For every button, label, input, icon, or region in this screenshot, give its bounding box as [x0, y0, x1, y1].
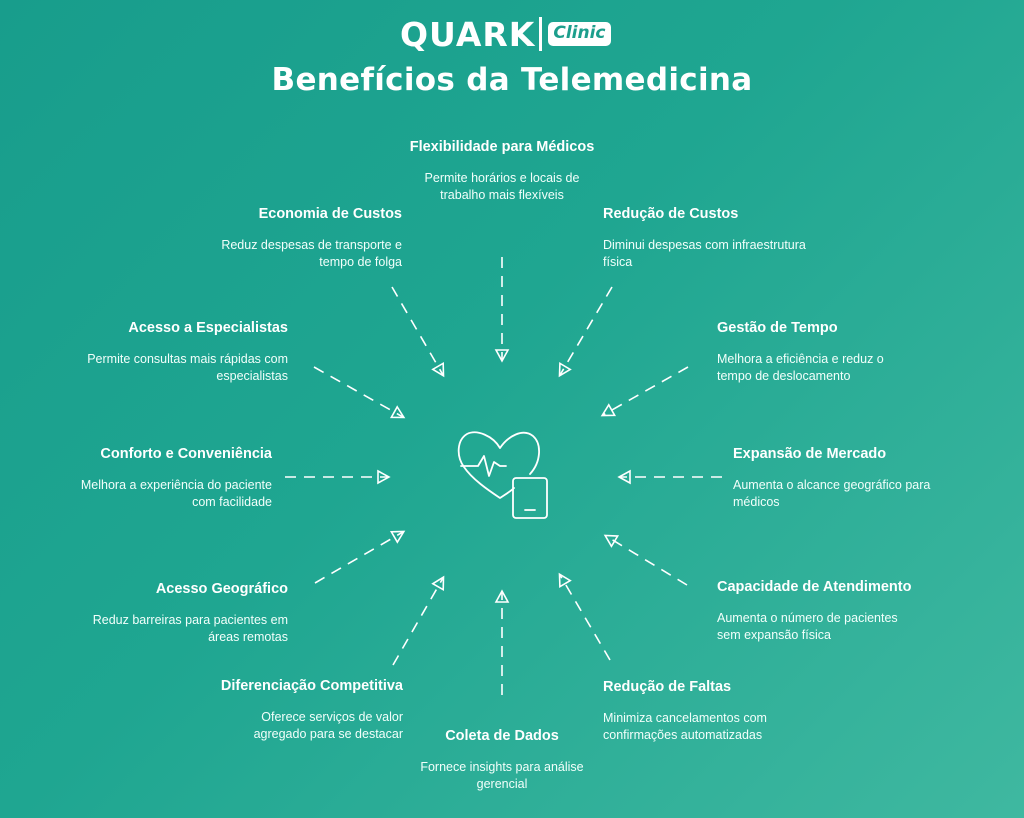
benefit-description: Permite consultas mais rápidas com espec…	[87, 352, 288, 383]
brand-name: QUARK	[400, 14, 536, 54]
arrow-diferenciacao	[392, 575, 445, 666]
brand-divider	[539, 17, 543, 51]
benefit-description: Reduz despesas de transporte e tempo de …	[221, 238, 402, 269]
brand-logo: QUARK Clinic	[400, 14, 624, 54]
benefit-title: Flexibilidade para Médicos	[409, 139, 595, 155]
benefit-economia-custos: Economia de Custos Reduz despesas de tra…	[192, 205, 402, 271]
arrow-faltas	[558, 572, 611, 661]
benefit-conforto-conveniencia: Conforto e Conveniência Melhora a experi…	[62, 445, 272, 511]
benefit-description: Diminui despesas com infraestrutura físi…	[603, 238, 806, 269]
brand-sub-badge: Clinic	[548, 22, 611, 46]
benefit-title: Expansão de Mercado	[733, 446, 887, 462]
benefit-description: Fornece insights para análise gerencial	[420, 760, 584, 791]
arrow-acesso-geografico	[314, 530, 406, 584]
benefit-capacidade-atendimento: Capacidade de Atendimento Aumenta o núme…	[717, 578, 917, 644]
benefit-flexibilidade: Flexibilidade para Médicos Permite horár…	[402, 138, 602, 204]
benefit-expansao-mercado: Expansão de Mercado Aumenta o alcance ge…	[733, 445, 933, 511]
heart-outline	[457, 431, 540, 499]
benefit-acesso-geografico: Acesso Geográfico Reduz barreiras para p…	[78, 580, 288, 646]
benefit-description: Reduz barreiras para pacientes em áreas …	[92, 613, 288, 644]
arrow-gestao-tempo	[600, 366, 689, 417]
benefit-acesso-especialistas: Acesso a Especialistas Permite consultas…	[78, 319, 288, 385]
heart-phone-icon	[457, 431, 548, 519]
arrow-reducao-custos	[558, 286, 613, 378]
benefit-description: Melhora a eficiência e reduz o tempo de …	[717, 352, 884, 383]
page-title: Benefícios da Telemedicina	[271, 62, 753, 98]
benefit-title: Gestão de Tempo	[717, 320, 838, 336]
benefit-description: Minimiza cancelamentos com confirmações …	[603, 711, 767, 742]
benefit-coleta-dados: Coleta de Dados Fornece insights para an…	[402, 727, 602, 793]
benefit-title: Redução de Custos	[603, 206, 739, 222]
benefit-reducao-custos: Redução de Custos Diminui despesas com i…	[603, 205, 813, 271]
arrow-economia	[391, 286, 445, 378]
benefit-description: Permite horários e locais de trabalho ma…	[424, 171, 580, 202]
benefit-title: Coleta de Dados	[445, 728, 559, 744]
benefit-diferenciacao-competitiva: Diferenciação Competitiva Oferece serviç…	[213, 677, 403, 743]
benefit-title: Acesso Geográfico	[155, 581, 288, 597]
benefit-gestao-tempo: Gestão de Tempo Melhora a eficiência e r…	[717, 319, 917, 385]
benefit-description: Melhora a experiência do paciente com fa…	[80, 478, 272, 509]
benefit-title: Economia de Custos	[258, 206, 402, 222]
benefit-description: Oferece serviços de valor agregado para …	[253, 710, 403, 741]
arrow-capacidade	[603, 534, 688, 586]
benefit-reducao-faltas: Redução de Faltas Minimiza cancelamentos…	[603, 678, 803, 744]
arrow-especialistas	[313, 366, 406, 419]
benefit-title: Diferenciação Competitiva	[220, 678, 403, 694]
benefit-description: Aumenta o número de pacientes sem expans…	[717, 611, 898, 642]
tablet-icon	[512, 477, 548, 519]
benefit-title: Redução de Faltas	[603, 679, 732, 695]
benefit-title: Conforto e Conveniência	[100, 446, 272, 462]
benefit-description: Aumenta o alcance geográfico para médico…	[733, 478, 931, 509]
heartbeat-line	[460, 455, 507, 477]
benefit-title: Acesso a Especialistas	[128, 320, 288, 336]
benefit-title: Capacidade de Atendimento	[717, 579, 912, 595]
